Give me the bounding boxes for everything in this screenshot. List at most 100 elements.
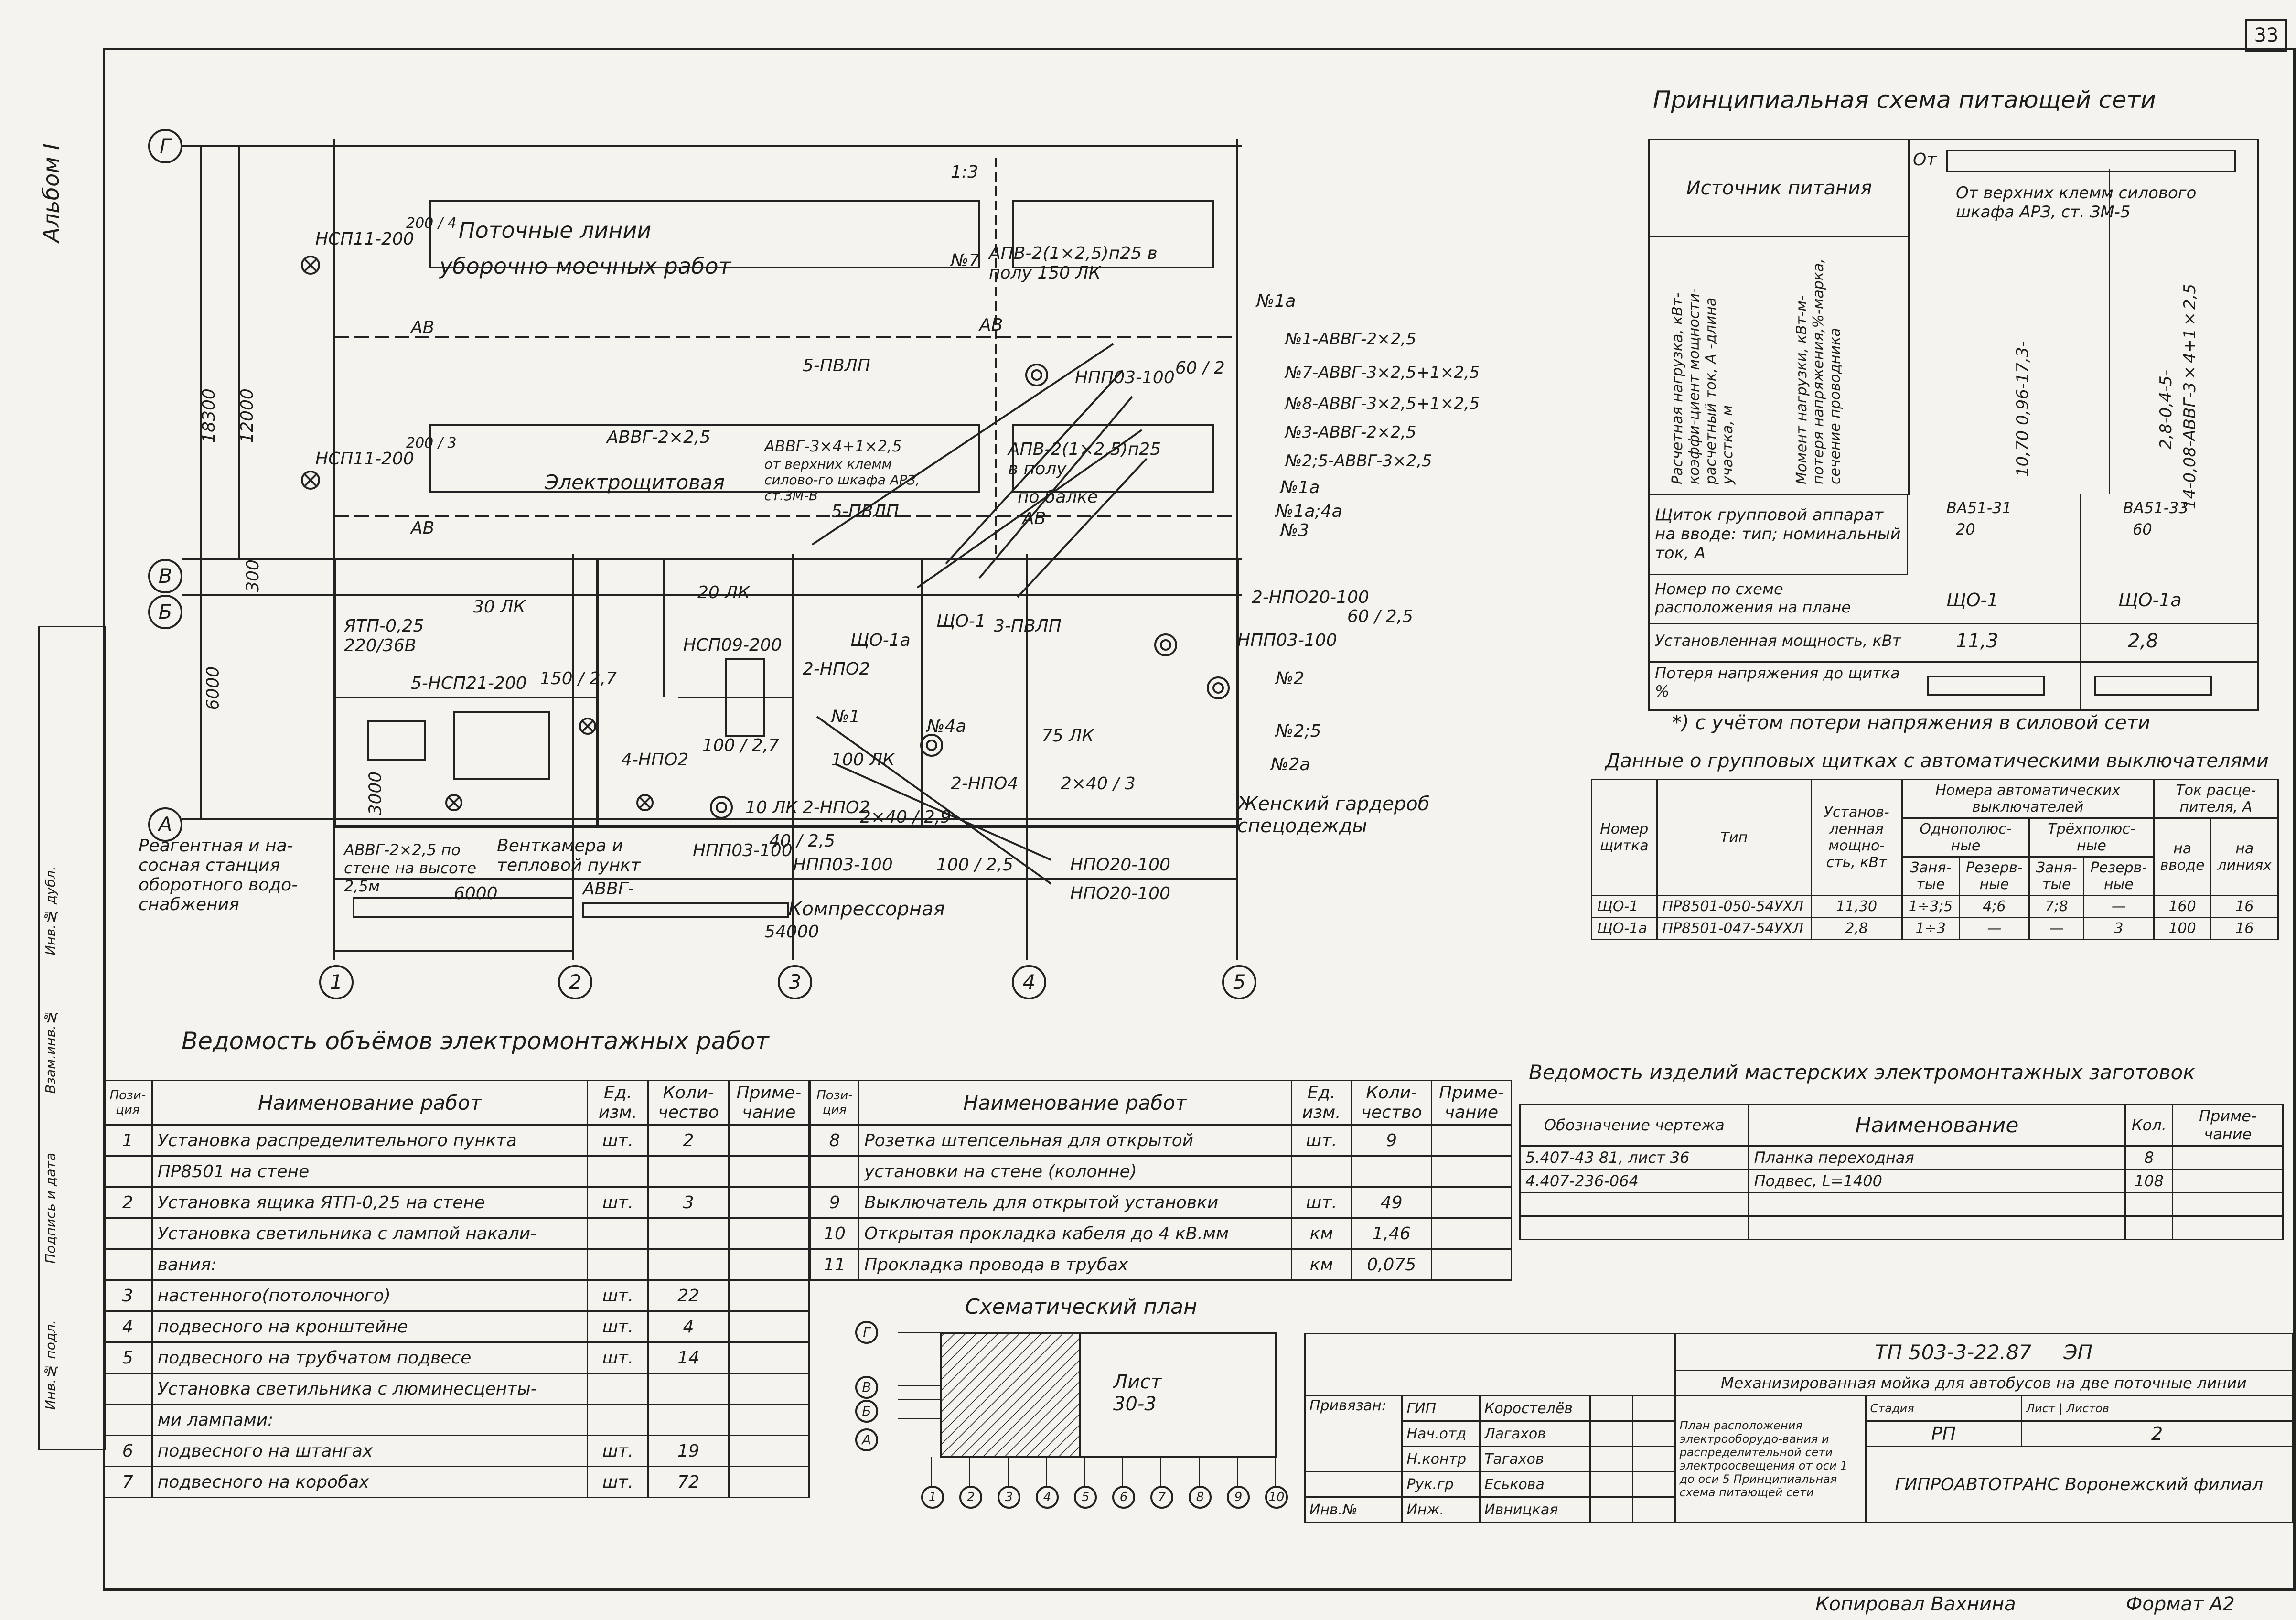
stamp-role: Рук.гр [1401,1471,1481,1498]
products-empty [1748,1192,2126,1217]
label-frac: 40 / 2,5 [769,831,836,851]
left-strip-col: Инв.№ подл. [43,1320,58,1410]
works-cell [587,1404,649,1436]
schematic-col-marker: 4 [1036,1486,1059,1509]
works-header: Приме-чание [728,1080,810,1126]
axis-marker: В [148,559,182,593]
power-value: 2,8 [2128,630,2158,652]
schematic-col-marker: 9 [1227,1486,1250,1509]
works-cell: 11 [809,1248,860,1281]
stamp-role: Нач.отд [1401,1420,1481,1447]
label-avvg-2x25: АВВГ-2×2,5 [607,428,711,447]
works-header: Ед. изм. [587,1080,649,1126]
stamp-date [1631,1471,1676,1498]
cable-callout: №1-АВВГ-2×2,5 [1285,330,1416,349]
label-floor2: АПВ-2(1×2,5)п25 в полу [1008,440,1161,479]
products-header: Наименование [1748,1104,2126,1147]
schematic-row-marker: Г [855,1321,878,1344]
table-row: установки на стене (колонне) [809,1155,1513,1188]
works-cell [103,1217,153,1250]
works-cell: подвесного на трубчатом подвесе [151,1341,589,1374]
label-frac: 2×40 / 3 [1061,774,1136,794]
label-pvlp: 5-ПВЛП [831,502,899,521]
works-header: Коли-чество [1351,1080,1432,1126]
copied-by: Копировал Вахнина [1815,1593,2016,1615]
works-header: Наименование работ [151,1080,589,1126]
works-cell [1430,1124,1513,1157]
label-from-clamps: от верхних клемм силово-го шкафа АРЗ, ст… [764,456,920,504]
label-n1: №1 [831,707,860,727]
stamp-stage-h: Стадия [1865,1395,2023,1422]
table-row: 4.407-236-064 Подвес, L=1400 108 [1519,1169,2284,1193]
source-from: От [1913,150,1937,170]
table-row: Установка светильника с лампой накали- [103,1217,810,1250]
works-cell: Установка светильника с лампой накали- [151,1217,589,1250]
dim-v4: 6000 [203,666,223,710]
label-npp03: НПП03-100 [793,855,893,875]
works-cell: шт. [1290,1186,1352,1219]
schematic-plan [898,1332,1277,1486]
works-cell: Установка распределительного пункта [151,1124,589,1157]
works-cell: 6 [103,1435,153,1467]
cable-callout: №3-АВВГ-2×2,5 [1285,423,1416,442]
works-cell: 14 [647,1341,730,1374]
gb-header: Заня-тые [1901,856,1960,896]
stamp-sheets-h-text: Листов [2066,1402,2109,1415]
label-shield-room: Электрощитовая [545,471,725,494]
works-cell: подвесного на кронштейне [151,1310,589,1343]
works-cell: Открытая прокладка кабеля до 4 кВ.мм [858,1217,1292,1250]
label-npo2: 2-НПО2 [803,659,870,679]
dim-v1: 18300 [199,388,219,443]
works-table-left: Пози-ция Наименование работ Ед. изм. Кол… [103,1080,810,1498]
group-label: Щиток групповой аппарат на вводе: тип; н… [1655,505,1901,563]
supply-scheme-title: Принципиальная схема питающей сети [1653,86,2156,114]
supply-footnote: *) с учётом потери напряжения в силовой … [1672,712,2151,734]
supply-scheme: Источник питания От От верхних клемм сил… [1648,139,2259,711]
products-title: Ведомость изделий мастерских электромонт… [1529,1061,2195,1084]
works-cell: 1 [103,1124,153,1157]
works-cell: 49 [1351,1186,1432,1219]
works-cell: 2 [647,1124,730,1157]
stamp-role: Инж. [1401,1496,1481,1523]
works-table-right: Пози-ция Наименование работ Ед. изм. Кол… [809,1080,1513,1281]
stamp-org: ГИПРОАВТОТРАНС Воронежский филиал [1865,1446,2294,1523]
supply-row: Расчетная нагрузка, кВт-коэффи-циент мощ… [1650,236,1910,495]
table-row: ЩО-1а ПР8501-047-54УХЛ 2,8 1÷3 — — 3 100… [1591,917,2279,940]
table-row: вания: [103,1248,810,1281]
label-frac: 150 / 2,7 [540,669,617,688]
stamp-date [1631,1395,1676,1422]
stamp-mark: ЭП [2063,1340,2093,1364]
stamp-name: Коростелёв [1479,1395,1591,1422]
stamp-name: Ивницкая [1479,1496,1591,1523]
works-cell: 4 [647,1310,730,1343]
works-cell [809,1155,860,1188]
label-npo9: НСП09-200 [683,635,782,655]
products-empty [2124,1192,2174,1217]
table-row: ми лампами: [103,1404,810,1436]
works-cell: 19 [647,1435,730,1467]
label-line2: уборочно-моечных работ [440,253,731,279]
works-cell [1290,1155,1352,1188]
label-lamp2: НСП11-200 [315,449,414,469]
products-cell [2172,1145,2284,1170]
axis-marker: 5 [1222,965,1256,999]
label-avvg-3x4: АВВГ-3×4+1×2,5 [764,437,902,455]
stamp-sheet-value: 2 [2151,1423,2163,1444]
works-cell [647,1404,730,1436]
stamp-stage: РП [1865,1420,2023,1447]
products-header: Кол. [2124,1104,2174,1147]
stamp-sign [1589,1471,1633,1498]
gb-cell: — [1958,917,2030,940]
axis-marker: А [148,807,182,842]
works-cell: км [1290,1248,1352,1281]
label-lk: 100 ЛК [831,750,895,770]
works-cell: Выключатель для открытой установки [858,1186,1292,1219]
works-cell [1430,1248,1513,1281]
works-cell: 22 [647,1279,730,1312]
stamp-date [1631,1446,1676,1472]
works-cell: шт. [1290,1124,1352,1157]
stamp-name: Тагахов [1479,1446,1591,1472]
works-cell: Розетка штепсельная для открытой [858,1124,1292,1157]
